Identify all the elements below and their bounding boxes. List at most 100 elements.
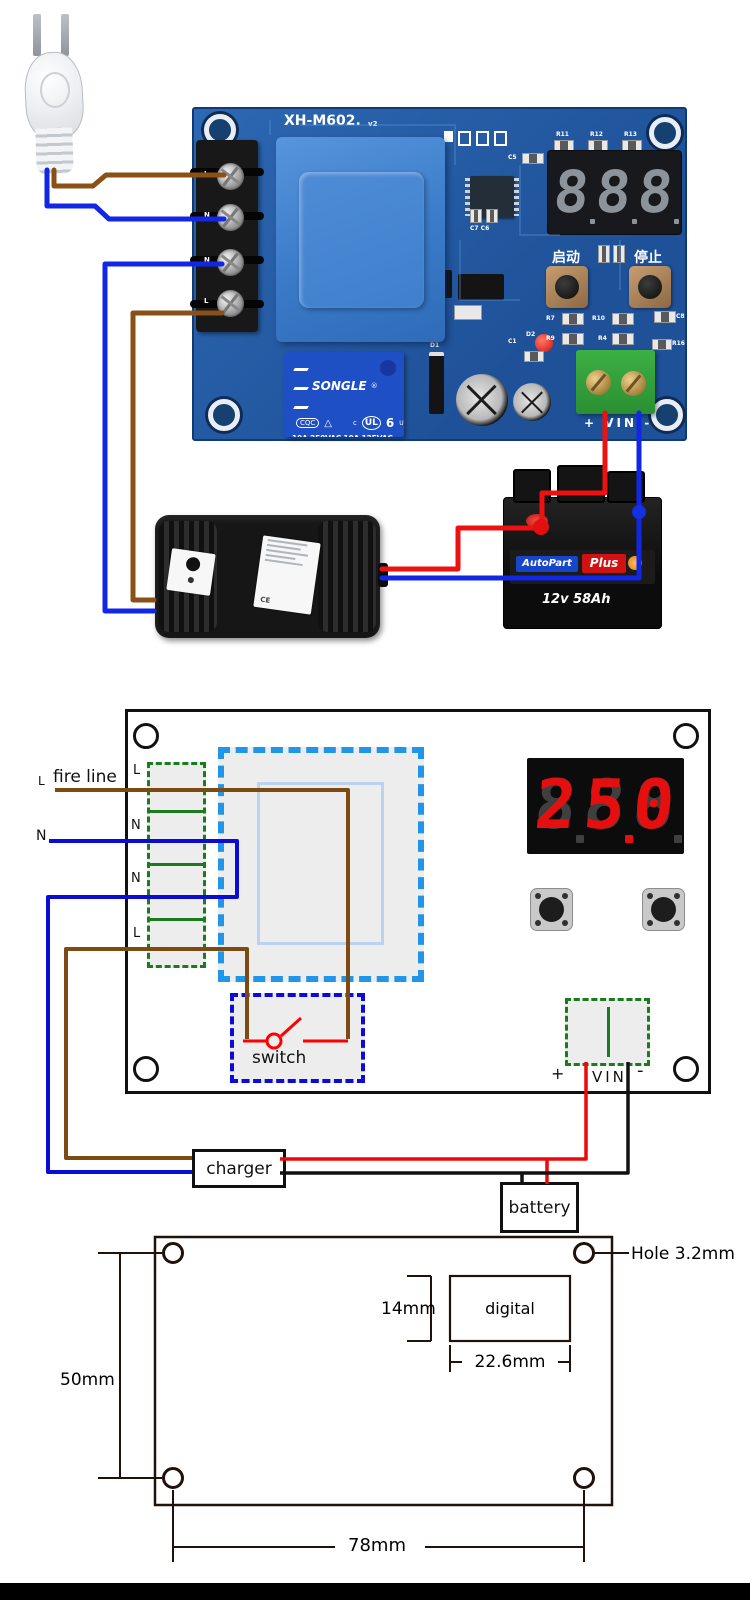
vin-label: VIN: [592, 1068, 627, 1086]
power-plug: [0, 0, 120, 200]
silk-c8: C8: [676, 313, 685, 320]
diagram-battery-box: battery: [500, 1182, 579, 1233]
battery-spec: 12v 58Ah: [542, 592, 611, 607]
electrolytic-cap: [456, 374, 508, 426]
plug-neck: [35, 127, 74, 175]
terminal-label-l1: L: [133, 763, 141, 778]
relay-cqc: CQC: [296, 418, 320, 428]
diagram-transformer-core: [257, 782, 384, 945]
switch-label: switch: [252, 1048, 307, 1068]
transformer: [276, 137, 445, 342]
charger-small-label: [166, 548, 216, 596]
vin-plus-label: +: [551, 1064, 565, 1083]
terminal-silk: L: [204, 170, 209, 178]
relay-brand: SONGLE: [312, 378, 367, 393]
display-digit-1: 2: [531, 766, 580, 845]
display-digit: 8: [593, 158, 634, 226]
silk-start: 启动: [552, 250, 580, 266]
silk-r9: R9: [546, 335, 555, 342]
relay-ul-us: US: [399, 419, 404, 427]
relay-triangle: △: [324, 417, 332, 429]
resistor-chip: [612, 313, 634, 325]
relay: SONGLE ® CQC △ c UL 6 US 10A 250VAC 10A …: [284, 352, 404, 437]
decimal-dot: [576, 835, 584, 843]
cap-chip: [470, 209, 482, 223]
diagram-stop-button: [642, 888, 685, 931]
decimal-dot: [674, 219, 679, 224]
resistor-chip: [652, 339, 672, 350]
terminal-label-l2: L: [133, 926, 141, 941]
diagram-hole: [673, 1056, 699, 1082]
battery-label-band: AutoPart Plus: [510, 550, 655, 584]
terminal-label-n1: N: [131, 818, 141, 833]
terminal-screw: [621, 371, 646, 396]
diagram-hole: [133, 1056, 159, 1082]
fire-line-l: L: [38, 774, 45, 788]
ce-mark: CE: [259, 595, 271, 605]
vin-minus-label: -: [637, 1060, 644, 1081]
fire-line-label: fire line: [53, 767, 117, 787]
diagram-start-button: [530, 888, 573, 931]
silk-r13: R13: [624, 131, 637, 138]
silk-c7c6: C7 C6: [470, 225, 490, 232]
resistor-chip: [562, 313, 584, 325]
terminal-silk: N: [204, 211, 210, 219]
relay-ul-n: 6: [385, 416, 395, 430]
sot-ic: [458, 274, 504, 300]
relay-ul: UL: [361, 416, 381, 430]
terminal-screw: [217, 249, 244, 276]
display-digit-3: 0: [629, 766, 678, 845]
relay-vent: [380, 360, 396, 376]
mount-hole: [651, 399, 683, 431]
battery-device: AutoPart Plus 12v 58Ah: [503, 465, 662, 629]
battery-brand-plus: Plus: [582, 554, 626, 573]
resistor-chip: [612, 333, 634, 345]
dim-digital-label: digital: [485, 1299, 535, 1318]
charger-main-label: CE: [253, 535, 321, 615]
diagram-hole: [133, 723, 159, 749]
silk-c1: C1: [508, 338, 517, 345]
plug-body-ring: [40, 72, 70, 108]
seven-segment-display: 8 8 8: [547, 150, 682, 235]
charger-label: charger: [206, 1158, 272, 1179]
silk-r4: R4: [598, 335, 607, 342]
songle-logo-icon: [293, 357, 309, 414]
terminal-screw: [217, 163, 244, 190]
start-button: [546, 266, 588, 308]
dim-14mm-label: 14mm: [381, 1299, 436, 1319]
battery-cap: [607, 471, 645, 503]
cap-chip: [486, 209, 498, 223]
dim-hole-br: [573, 1467, 595, 1489]
terminal-screw: [217, 290, 244, 317]
battery-cap: [513, 469, 551, 503]
battery-pos-terminal: [526, 514, 548, 528]
charger-cable-stub: [378, 563, 388, 587]
mount-hole: [208, 399, 240, 431]
resistor-chip: [562, 333, 584, 345]
cap-chip: [654, 311, 676, 323]
led: [535, 334, 553, 352]
screw-terminal-block: L N N L: [190, 140, 264, 332]
decimal-dot: [590, 219, 595, 224]
terminal-label-n2: N: [131, 871, 141, 886]
terminal-silk: N: [204, 256, 210, 264]
relay-reg: ®: [370, 381, 378, 390]
display-digit: 8: [635, 158, 676, 226]
silk-c5: C5: [508, 154, 517, 161]
silk-r12: R12: [590, 131, 603, 138]
dim-hole-bl: [162, 1467, 184, 1489]
dim-hole-tr: [573, 1242, 595, 1264]
silk-d1: D1: [430, 342, 440, 349]
display-digit-2: 5: [580, 766, 629, 845]
terminal-silk: L: [204, 297, 209, 305]
mount-hole: [649, 117, 681, 149]
cap-chip: [613, 245, 625, 263]
silk-r10: R10: [592, 315, 605, 322]
diagram-charger-box: charger: [192, 1149, 286, 1188]
silk-d2: D2: [526, 331, 536, 338]
diagram-hole: [673, 723, 699, 749]
vin-terminal: [576, 350, 655, 414]
dim-hole-label: Hole 3.2mm: [631, 1244, 735, 1264]
white-pad: [454, 305, 482, 320]
diagram-terminal-strip: [147, 762, 206, 968]
